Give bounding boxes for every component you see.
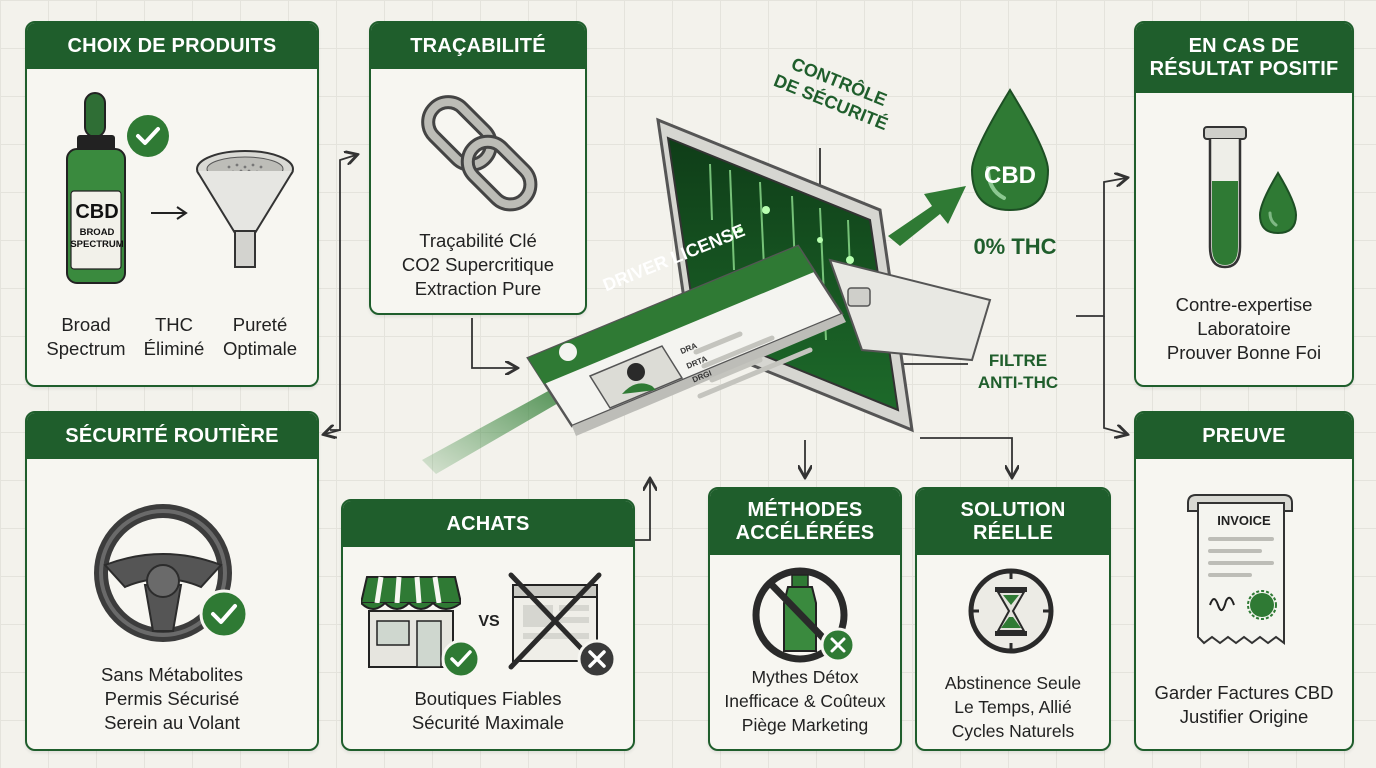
panel-securite-routiere: SÉCURITÉ ROUTIÈRE Sans Métabolites Permi… — [25, 411, 319, 751]
thc-label: 0% THC — [973, 234, 1057, 259]
bottle-label: CBD — [75, 201, 119, 223]
panel-title: SÉCURITÉ ROUTIÈRE — [27, 413, 317, 459]
panel-title: CHOIX DE PRODUITS — [27, 23, 317, 69]
securite-text: Sans Métabolites Permis Sécurisé Serein … — [101, 664, 243, 733]
check-badge-icon — [127, 115, 169, 157]
cbd-bottle-icon — [66, 92, 126, 284]
arrow-right-icon — [151, 206, 188, 220]
achats-text: Boutiques Fiables Sécurité Maximale — [411, 688, 565, 733]
funnel-filter-icon — [196, 150, 294, 268]
panel-preuve: PREUVE INVOICE Garder Factures CBD Justi… — [1134, 411, 1354, 751]
methodes-text: Mythes Détox Inefficace & Coûteux Piège … — [724, 667, 886, 735]
cross-badge-icon — [577, 639, 617, 679]
cross-badge-icon — [820, 627, 856, 663]
check-badge-icon — [199, 589, 249, 639]
invoice-receipt-icon — [1187, 494, 1293, 645]
panel-title: TRAÇABILITÉ — [371, 23, 585, 69]
invoice-label: INVOICE — [1217, 513, 1271, 528]
cbd-drop-label: CBD — [984, 162, 1036, 189]
driver-license-card — [526, 244, 846, 436]
chain-link-icon — [421, 95, 538, 212]
drop-icon — [1258, 171, 1298, 235]
panel-title: ACHATS — [343, 501, 633, 547]
check-badge-icon — [441, 639, 481, 679]
central-scanner-illustration — [422, 117, 992, 474]
positif-text: Contre-expertise Laboratoire Prouver Bon… — [1166, 294, 1322, 363]
hourglass-clock-icon — [968, 568, 1054, 654]
panel-achats: ACHATS VS Boutiques Fiables Sécurité Max… — [341, 499, 635, 751]
test-tube-icon — [1203, 126, 1247, 269]
cbd-drop-icon — [970, 88, 1050, 212]
panel-tracabilite: TRAÇABILITÉ Traçabilité Clé CO2 Supercri… — [369, 21, 587, 315]
panel-choix-produits: CHOIX DE PRODUITS CBD BROAD SPECTRUM Bro… — [25, 21, 319, 387]
bottle-sublabel-2: SPECTRUM — [70, 239, 124, 250]
vs-label: VS — [478, 613, 500, 630]
panel-title: PREUVE — [1136, 413, 1352, 459]
rejected-website-icon — [508, 572, 602, 670]
bottle-sublabel-1: BROAD — [79, 227, 115, 238]
solution-text: Abstinence Seule Le Temps, Allié Cycles … — [944, 673, 1082, 741]
preuve-text: Garder Factures CBD Justifier Origine — [1154, 682, 1334, 727]
store-front-icon — [361, 576, 461, 668]
tracabilite-text: Traçabilité Clé CO2 Supercritique Extrac… — [401, 230, 555, 299]
steering-wheel-icon — [94, 504, 232, 642]
no-detox-bottle-icon — [752, 567, 848, 663]
outgoing-arrow — [888, 186, 966, 246]
